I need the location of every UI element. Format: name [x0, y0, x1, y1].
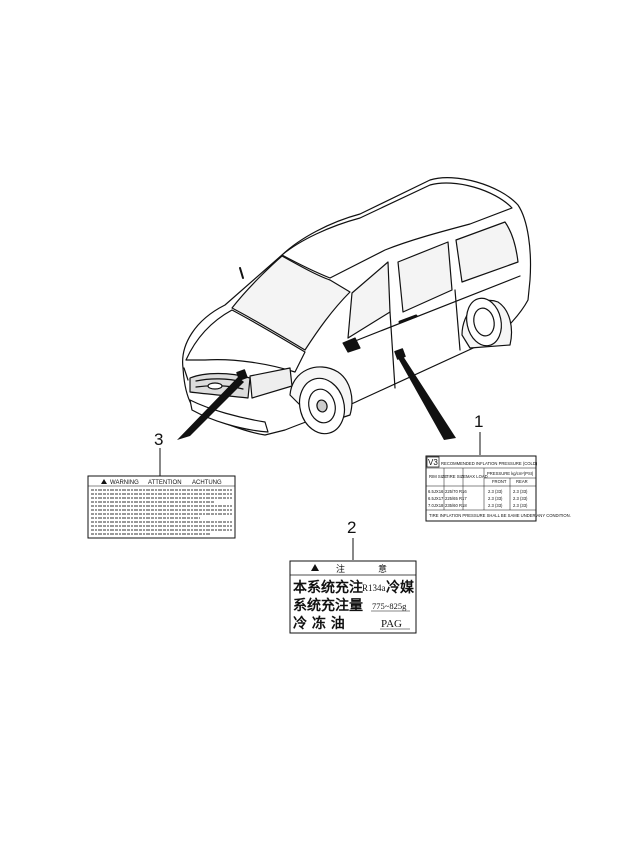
svg-text:2.3 (33): 2.3 (33): [488, 489, 503, 494]
label-2-line3-text: 冷 冻 油: [293, 615, 345, 632]
warning-triangle-icon: [101, 479, 107, 484]
svg-text:2.3 (33): 2.3 (33): [513, 489, 528, 494]
label-3-warning: WARNING ATTENTION ACHTUNG: [87, 475, 236, 539]
label-1-col-tire: TIRE SIZE: [446, 474, 466, 479]
label-3-heading-achtung: ACHTUNG: [192, 480, 222, 486]
svg-text:6.5JX17: 6.5JX17: [428, 496, 444, 501]
label-1-row: 7.0JX18 235/60 R18 2.3 (33) 2.3 (33): [428, 503, 528, 508]
label-1-col-front: FRONT: [492, 479, 507, 484]
label-1-col-pressure: PRESSURE kg/cm²(PSI): [487, 471, 534, 476]
label-1-footer: TIRE INFLATION PRESSURE SHALL BE SAME UN…: [429, 513, 571, 518]
callout-2: 2: [347, 518, 357, 537]
svg-text:6.5JX16: 6.5JX16: [428, 489, 444, 494]
warning-triangle-icon: [311, 564, 319, 571]
svg-text:7.0JX18: 7.0JX18: [428, 503, 444, 508]
label-1-row: 6.5JX16 225/70 R16 2.3 (33) 2.3 (33): [428, 489, 528, 494]
leader-wedge-1: [398, 356, 456, 440]
svg-text:225/70 R16: 225/70 R16: [445, 489, 467, 494]
label-2-title-left: 注: [336, 563, 345, 575]
label-2-line1-refrigerant: R134a: [362, 583, 386, 593]
svg-text:225/65 R17: 225/65 R17: [445, 496, 467, 501]
label-1-tire-pressure: V3 RECOMMENDED INFLATION PRESSURE (COLD)…: [425, 455, 571, 522]
minivan-illustration: [182, 177, 532, 436]
label-2-line3-value: PAG: [381, 618, 402, 630]
label-1-code: V3: [428, 458, 438, 467]
svg-text:2.3 (33): 2.3 (33): [513, 496, 528, 501]
label-2-line2-text: 系统充注量: [293, 597, 363, 614]
label-3-heading-attention: ATTENTION: [148, 480, 182, 486]
callout-1: 1: [474, 412, 484, 431]
label-2-title-right: 意: [378, 563, 387, 575]
svg-text:2.3 (33): 2.3 (33): [513, 503, 528, 508]
svg-text:2.3 (33): 2.3 (33): [488, 496, 503, 501]
callout-3: 3: [154, 430, 164, 449]
svg-text:235/60 R18: 235/60 R18: [445, 503, 467, 508]
label-3-fine-print: [91, 489, 232, 535]
label-2-line1-suffix: 冷媒: [386, 579, 415, 596]
label-2-line1-text: 本系统充注: [293, 579, 363, 596]
label-1-heading: RECOMMENDED INFLATION PRESSURE (COLD): [441, 461, 538, 466]
label-1-col-load: MAX LOAD: [466, 474, 488, 479]
leader-wedge-3: [177, 377, 244, 440]
label-1-col-rear: REAR: [516, 479, 528, 484]
label-1-row: 6.5JX17 225/65 R17 2.3 (33) 2.3 (33): [428, 496, 528, 501]
label-1-col-rim: RIM SIZE: [429, 474, 447, 479]
label-2-line2-value: 775~825g: [372, 601, 407, 611]
label-2-refrigerant: 注 意 本系统充注 R134a 冷媒 系统充注量 775~825g 冷 冻 油 …: [289, 560, 417, 634]
svg-text:2.3 (33): 2.3 (33): [488, 503, 503, 508]
label-3-heading-warning: WARNING: [110, 480, 139, 486]
